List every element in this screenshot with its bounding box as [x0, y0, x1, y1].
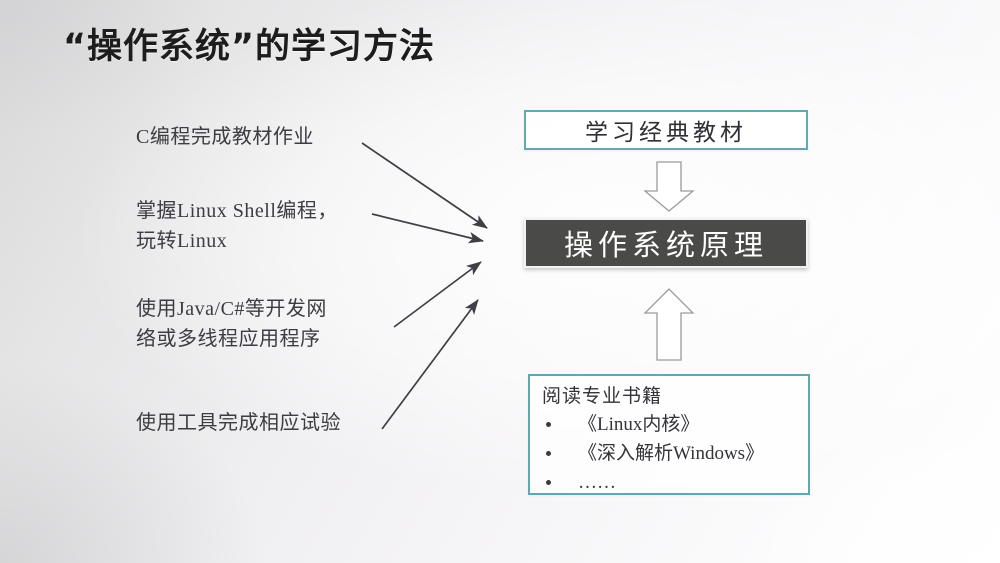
note-item-2: 掌握Linux Shell编程， 玩转Linux: [136, 200, 338, 252]
reading-list-title: 阅读专业书籍: [542, 386, 663, 407]
up-arrow-icon: [643, 288, 695, 361]
os-principles-box-label: 操作系统原理: [563, 230, 768, 262]
connector-arrow-3: [393, 261, 482, 328]
note-item-1: C编程完成教材作业: [136, 126, 314, 148]
list-item: ……: [542, 468, 798, 497]
note-item-4: 使用工具完成相应试验: [136, 412, 341, 434]
list-item: 《深入解析Windows》: [542, 439, 798, 468]
reading-list: 《Linux内核》 《深入解析Windows》 ……: [542, 410, 798, 497]
connector-arrow-2: [371, 213, 484, 244]
list-item: 《Linux内核》: [542, 410, 798, 439]
connector-arrow-1: [361, 142, 488, 229]
note-item-3: 使用Java/C#等开发网 络或多线程应用程序: [136, 298, 327, 350]
connector-arrow-4: [381, 299, 479, 430]
reading-list-box: 阅读专业书籍 《Linux内核》 《深入解析Windows》 ……: [528, 374, 810, 495]
page-title: “操作系统”的学习方法: [63, 27, 436, 67]
textbook-box-label: 学习经典教材: [585, 120, 747, 145]
down-arrow-icon: [643, 161, 695, 212]
textbook-box: 学习经典教材: [524, 110, 808, 150]
os-principles-box: 操作系统原理: [524, 218, 808, 268]
